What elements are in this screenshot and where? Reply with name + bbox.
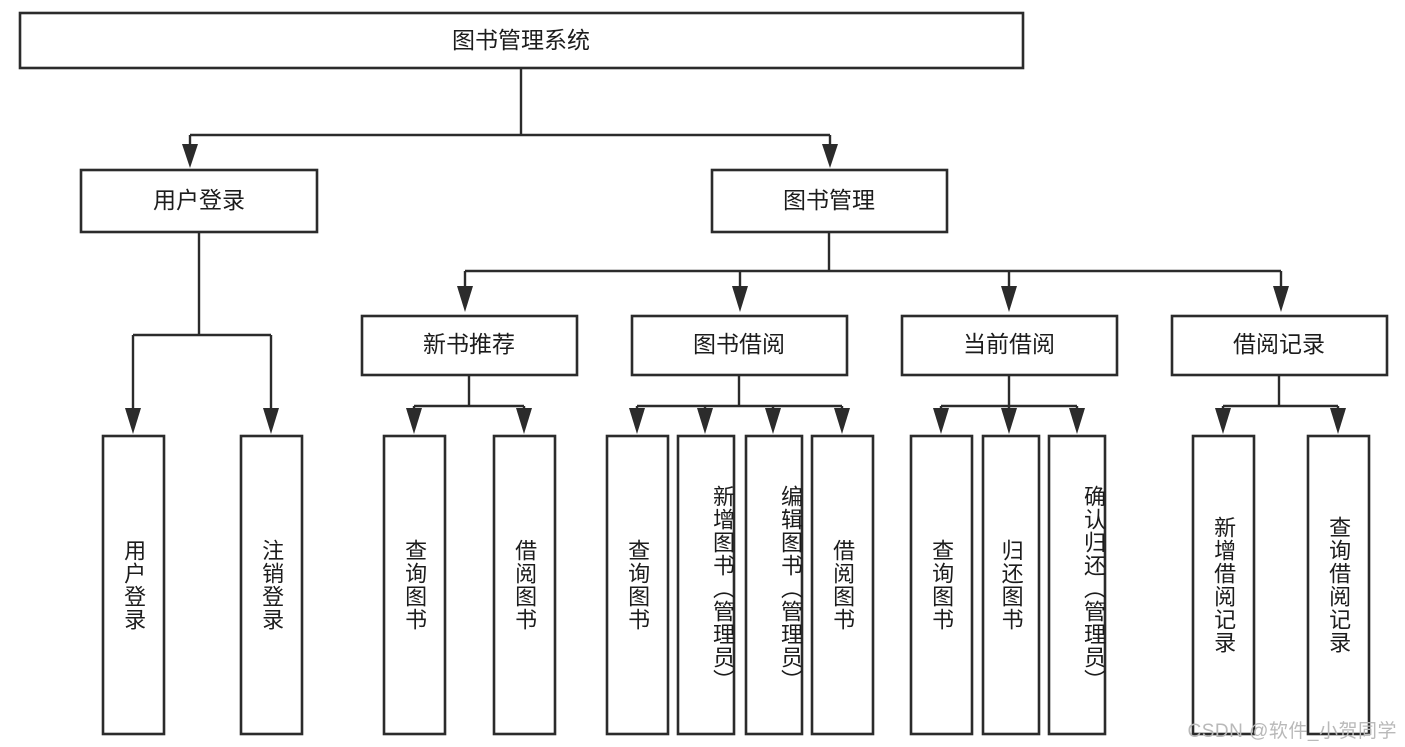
leaf-box-currentborrow-return[interactable] [981,434,1041,736]
connector-bookborrow-to-leaves [629,375,850,434]
leaf-box-user-login-logout[interactable] [239,434,304,736]
node-user-login[interactable]: 用户登录 [79,168,319,234]
leaf-box-currentborrow-confirm[interactable] [1047,434,1107,736]
connector-userlogin-to-leaves [125,232,279,434]
node-book-management[interactable]: 图书管理 [710,168,949,234]
leaf-box-bookborrow-query[interactable] [605,434,670,736]
node-book-borrow-label: 图书借阅 [693,331,785,357]
node-borrow-record-label: 借阅记录 [1233,331,1325,357]
node-book-borrow[interactable]: 图书借阅 [630,314,849,377]
leaf-box-borrowrecord-add[interactable] [1191,434,1256,736]
connector-borrowrecord-to-leaves [1215,375,1346,434]
leaf-box-bookborrow-borrow[interactable] [810,434,875,736]
csdn-watermark: CSDN @软件_小贺同学 [1187,721,1397,742]
leaf-box-currentborrow-query[interactable] [909,434,974,736]
leaf-box-newbook-borrow[interactable] [492,434,557,736]
node-current-borrow-label: 当前借阅 [963,331,1055,357]
node-current-borrow[interactable]: 当前借阅 [900,314,1119,377]
connector-root-to-level2 [182,68,838,168]
leaf-box-bookborrow-add[interactable] [676,434,736,736]
node-root[interactable]: 图书管理系统 [18,11,1025,70]
leaf-box-newbook-query[interactable] [382,434,447,736]
node-borrow-record[interactable]: 借阅记录 [1170,314,1389,377]
leaf-box-user-login-login[interactable] [101,434,166,736]
node-root-label: 图书管理系统 [452,27,590,53]
connector-bookmgmt-to-level3 [457,232,1289,312]
connector-newbook-to-leaves [406,375,532,434]
node-book-management-label: 图书管理 [783,187,875,213]
node-new-book-recommend-label: 新书推荐 [423,331,515,357]
leaf-box-borrowrecord-query[interactable] [1306,434,1371,736]
node-user-login-label: 用户登录 [153,187,245,213]
leaf-box-bookborrow-edit[interactable] [744,434,804,736]
connector-currentborrow-to-leaves [933,375,1085,434]
node-new-book-recommend[interactable]: 新书推荐 [360,314,579,377]
